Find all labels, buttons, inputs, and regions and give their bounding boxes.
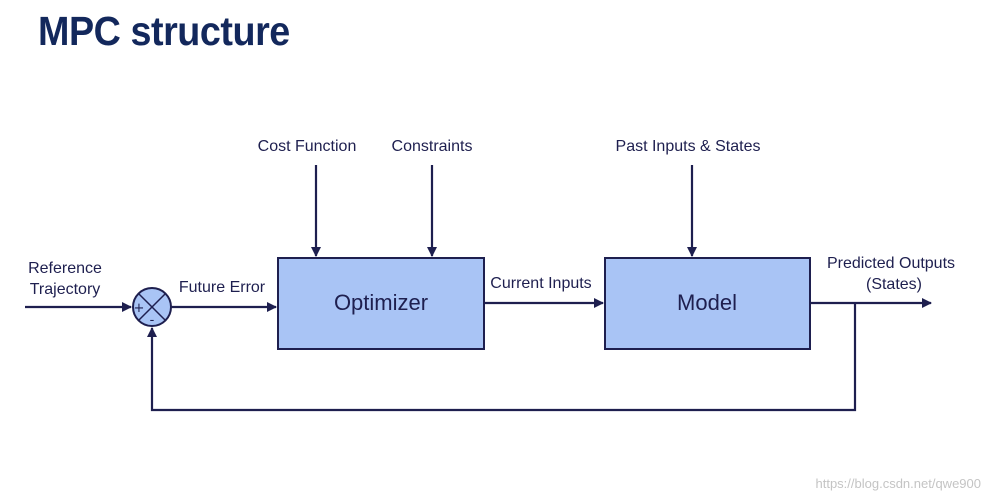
- predicted-outputs-label-line2: (States): [866, 276, 922, 293]
- feedback-loop: [147, 303, 857, 412]
- plus-sign: +: [134, 301, 145, 316]
- constraints-label: Constraints: [392, 138, 473, 155]
- reference-label-line1: Reference: [28, 260, 102, 277]
- page-title: MPC structure: [38, 8, 290, 54]
- optimizer-block: [277, 257, 485, 350]
- summing-junction-cross-b: [138, 293, 166, 321]
- predicted-outputs-label-line1: Predicted Outputs: [827, 255, 955, 272]
- optimizer-label: Optimizer: [334, 290, 428, 315]
- model-block: [604, 257, 811, 350]
- reference-label-line2: Trajectory: [30, 281, 101, 298]
- watermark: https://blog.csdn.net/qwe900: [815, 476, 981, 491]
- future-error-label: Future Error: [179, 279, 266, 296]
- past-inputs-states-label: Past Inputs & States: [616, 138, 761, 155]
- current-inputs-label: Current Inputs: [490, 275, 591, 292]
- minus-sign: -: [150, 313, 155, 328]
- model-label: Model: [677, 290, 737, 315]
- cost-function-label: Cost Function: [258, 138, 357, 155]
